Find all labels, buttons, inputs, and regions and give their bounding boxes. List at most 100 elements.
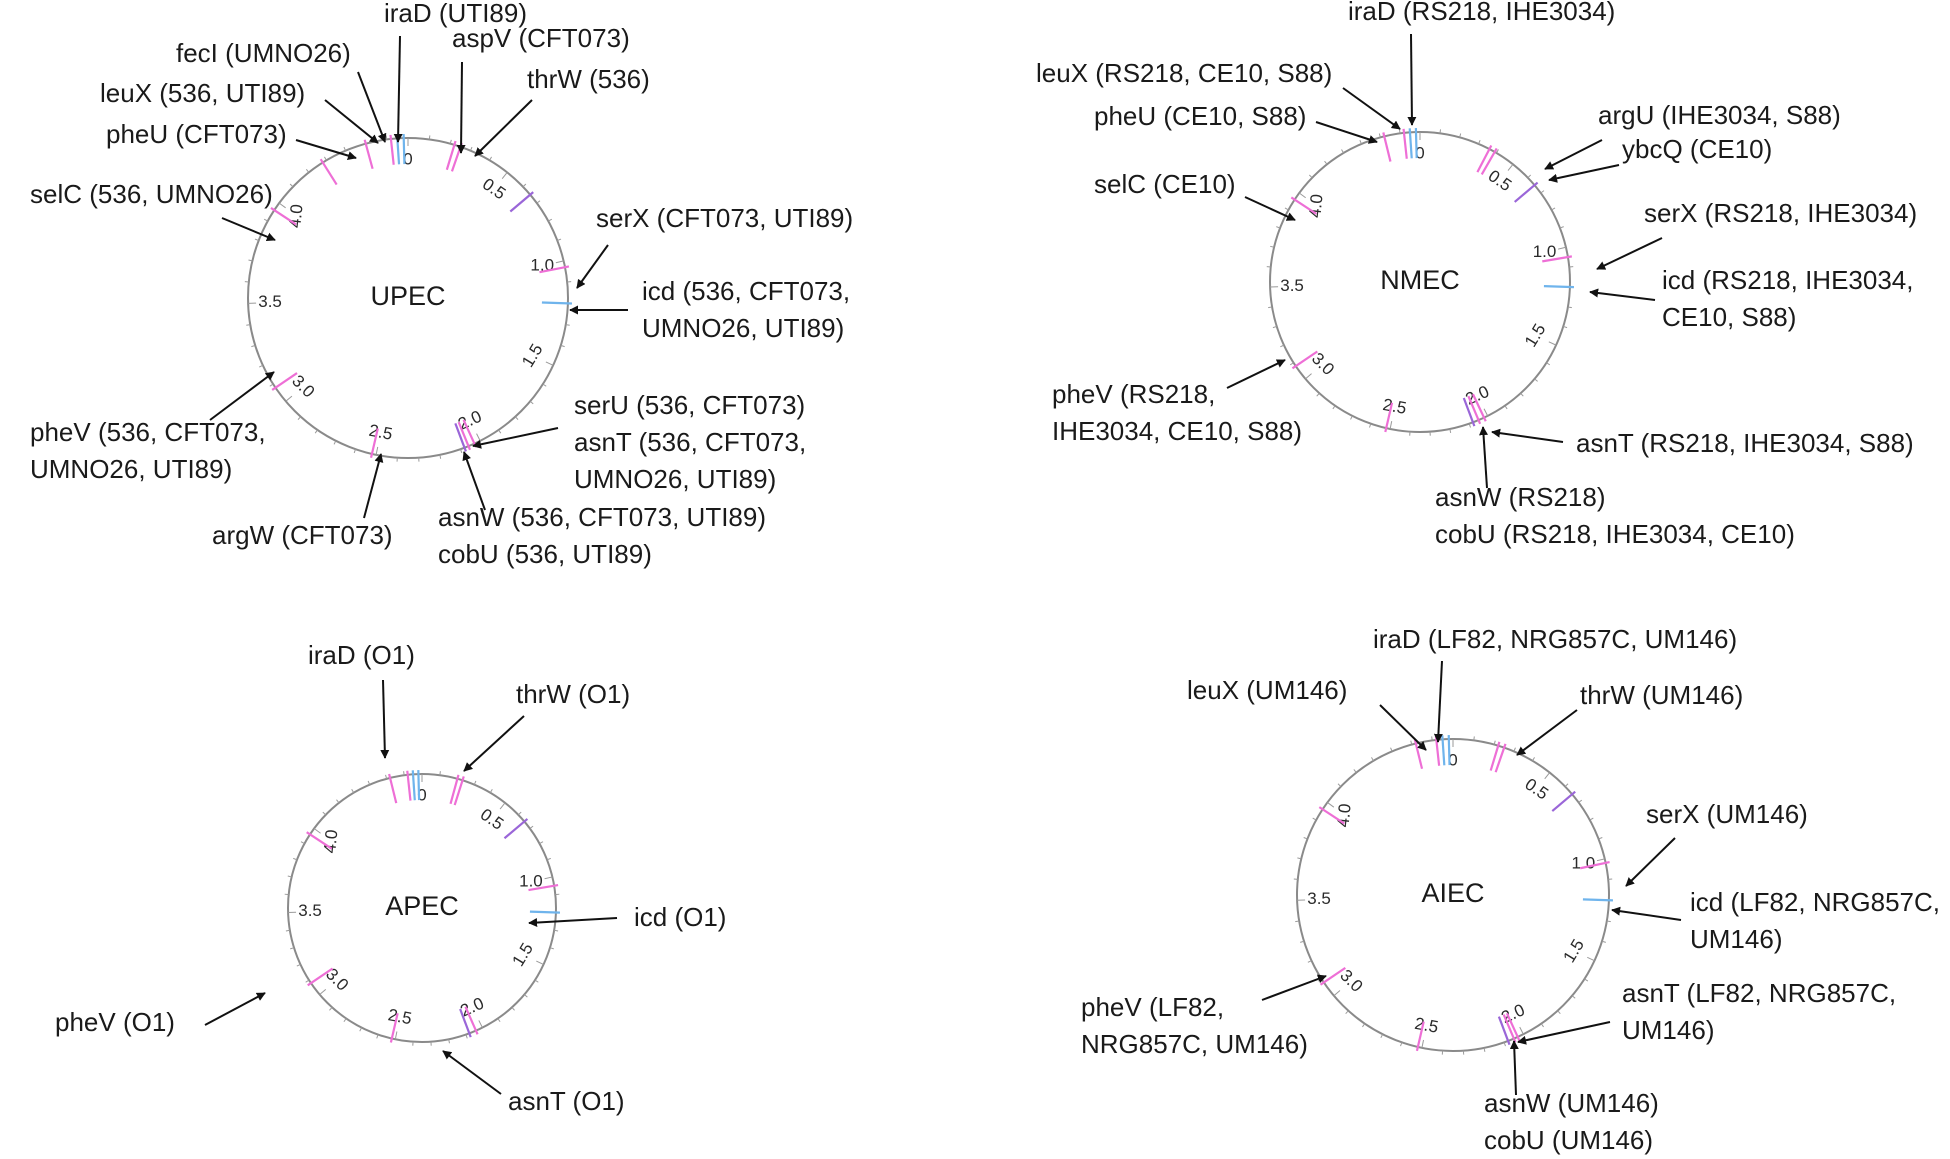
- insertion-site-mark: [363, 139, 374, 170]
- minor-tick: [285, 929, 290, 932]
- major-tick: [499, 802, 506, 810]
- annotation-arrow: [463, 715, 525, 772]
- gene-annotation: selC (CE10): [1094, 169, 1296, 221]
- gene-annotation: thrW (O1): [463, 679, 630, 772]
- minor-tick: [1345, 1010, 1349, 1014]
- scale-tick-label: 3.5: [298, 901, 322, 920]
- minor-tick: [322, 811, 327, 816]
- minor-tick: [1563, 325, 1568, 329]
- annotation-arrow: [363, 453, 384, 519]
- gene-annotation-text: ybcQ (CE10): [1622, 134, 1772, 164]
- major-tick: [476, 433, 481, 442]
- minor-tick: [333, 440, 337, 445]
- minor-tick: [1390, 747, 1393, 752]
- minor-tick: [305, 168, 310, 173]
- gene-annotation: leuX (UM146): [1187, 675, 1427, 751]
- insertion-site-mark: [307, 967, 334, 987]
- minor-tick: [1341, 149, 1344, 154]
- major-tick: [313, 828, 321, 834]
- annotation-arrow: [1589, 288, 1656, 301]
- gene-annotation: iraD (O1): [308, 640, 415, 759]
- minor-tick: [428, 135, 431, 140]
- gene-annotation-text: iraD (RS218, IHE3034): [1348, 0, 1615, 26]
- minor-tick: [1532, 757, 1535, 762]
- annotation-arrow: [472, 427, 559, 449]
- gene-annotation-text: pheV (LF82,: [1081, 992, 1224, 1022]
- minor-tick: [539, 841, 544, 845]
- minor-tick: [449, 139, 452, 144]
- major-tick: [375, 446, 379, 455]
- annotation-arrow: [1625, 837, 1676, 887]
- gene-annotation-text: cobU (536, UTI89): [438, 539, 652, 569]
- minor-tick: [1578, 799, 1583, 803]
- annotation-arrow: [1433, 660, 1443, 743]
- minor-tick: [385, 774, 388, 779]
- minor-tick: [536, 200, 541, 204]
- minor-tick: [1303, 837, 1308, 840]
- annotation-arrow: [1479, 426, 1489, 489]
- gene-annotation: pheU (CFT073): [106, 119, 357, 160]
- minor-tick: [1337, 783, 1342, 787]
- insertion-site-mark: [1467, 395, 1482, 425]
- gene-annotation-text: asnW (536, CFT073, UTI89): [438, 502, 766, 532]
- minor-tick: [1478, 140, 1481, 145]
- minor-tick: [1300, 940, 1305, 943]
- minor-tick: [246, 324, 251, 326]
- scale-tick-label: 3.5: [1280, 276, 1304, 295]
- gene-annotation: leuX (RS218, CE10, S88): [1036, 58, 1401, 130]
- minor-tick: [439, 454, 442, 459]
- insertion-site-mark: [388, 773, 398, 804]
- minor-tick: [1584, 978, 1589, 982]
- scale-tick-label: 3.5: [1307, 889, 1331, 908]
- gene-annotation-text: argU (IHE3034, S88): [1598, 100, 1841, 130]
- gene-annotation-text: asnT (LF82, NRG857C,: [1622, 978, 1896, 1008]
- minor-tick: [263, 218, 268, 222]
- minor-tick: [1504, 405, 1508, 410]
- annotation-arrow: [204, 992, 266, 1026]
- insertion-site-mark: [1382, 132, 1392, 162]
- scale-tick-label: 0.5: [479, 174, 509, 203]
- gene-annotation: pheV (536, CFT073,UMNO26, UTI89): [30, 371, 275, 484]
- gene-annotation: icd (536, CFT073,UMNO26, UTI89): [569, 276, 850, 343]
- minor-tick: [1557, 1010, 1561, 1014]
- gene-annotation-text: UM146): [1690, 924, 1782, 954]
- gene-annotation: serX (UM146): [1625, 799, 1808, 887]
- insertion-site-mark: [529, 910, 560, 914]
- gene-annotation: asnW (UM146)cobU (UM146): [1484, 1040, 1659, 1155]
- minor-tick: [1276, 226, 1281, 229]
- minor-tick: [529, 825, 534, 829]
- minor-tick: [1353, 769, 1357, 773]
- insertion-site-mark: [1318, 806, 1345, 825]
- gene-annotation-text: asnT (RS218, IHE3034, S88): [1576, 428, 1914, 458]
- insertion-site-mark: [454, 422, 467, 452]
- minor-tick: [1449, 428, 1452, 434]
- gene-annotation: pheV (LF82,NRG857C, UM146): [1081, 974, 1327, 1059]
- gene-annotation-text: icd (O1): [634, 902, 726, 932]
- scale-tick-label: 0.5: [1521, 774, 1551, 803]
- insertion-site-mark: [1513, 181, 1539, 203]
- scale-tick-label: 0: [403, 149, 412, 168]
- scale-tick-label: 2.5: [1413, 1014, 1440, 1037]
- minor-tick: [1308, 174, 1313, 179]
- insertion-site-mark: [528, 883, 559, 892]
- gene-annotation: selC (536, UMNO26): [30, 179, 276, 242]
- minor-tick: [497, 1018, 501, 1023]
- scale-tick-label: 1.5: [508, 940, 537, 970]
- gene-annotation-text: iraD (UTI89): [384, 0, 527, 28]
- minor-tick: [1468, 423, 1471, 428]
- minor-tick: [259, 364, 264, 368]
- scale-tick-label: 2.5: [1381, 395, 1408, 418]
- major-tick: [1507, 163, 1514, 171]
- gene-annotation: thrW (UM146): [1516, 680, 1743, 756]
- minor-tick: [290, 947, 295, 950]
- gene-annotation-text: cobU (UM146): [1484, 1125, 1653, 1155]
- insertion-site-mark: [539, 265, 570, 274]
- annotation-arrow: [393, 35, 403, 143]
- minor-tick: [517, 811, 522, 816]
- minor-tick: [293, 857, 298, 861]
- minor-tick: [460, 448, 463, 454]
- major-tick: [278, 202, 286, 209]
